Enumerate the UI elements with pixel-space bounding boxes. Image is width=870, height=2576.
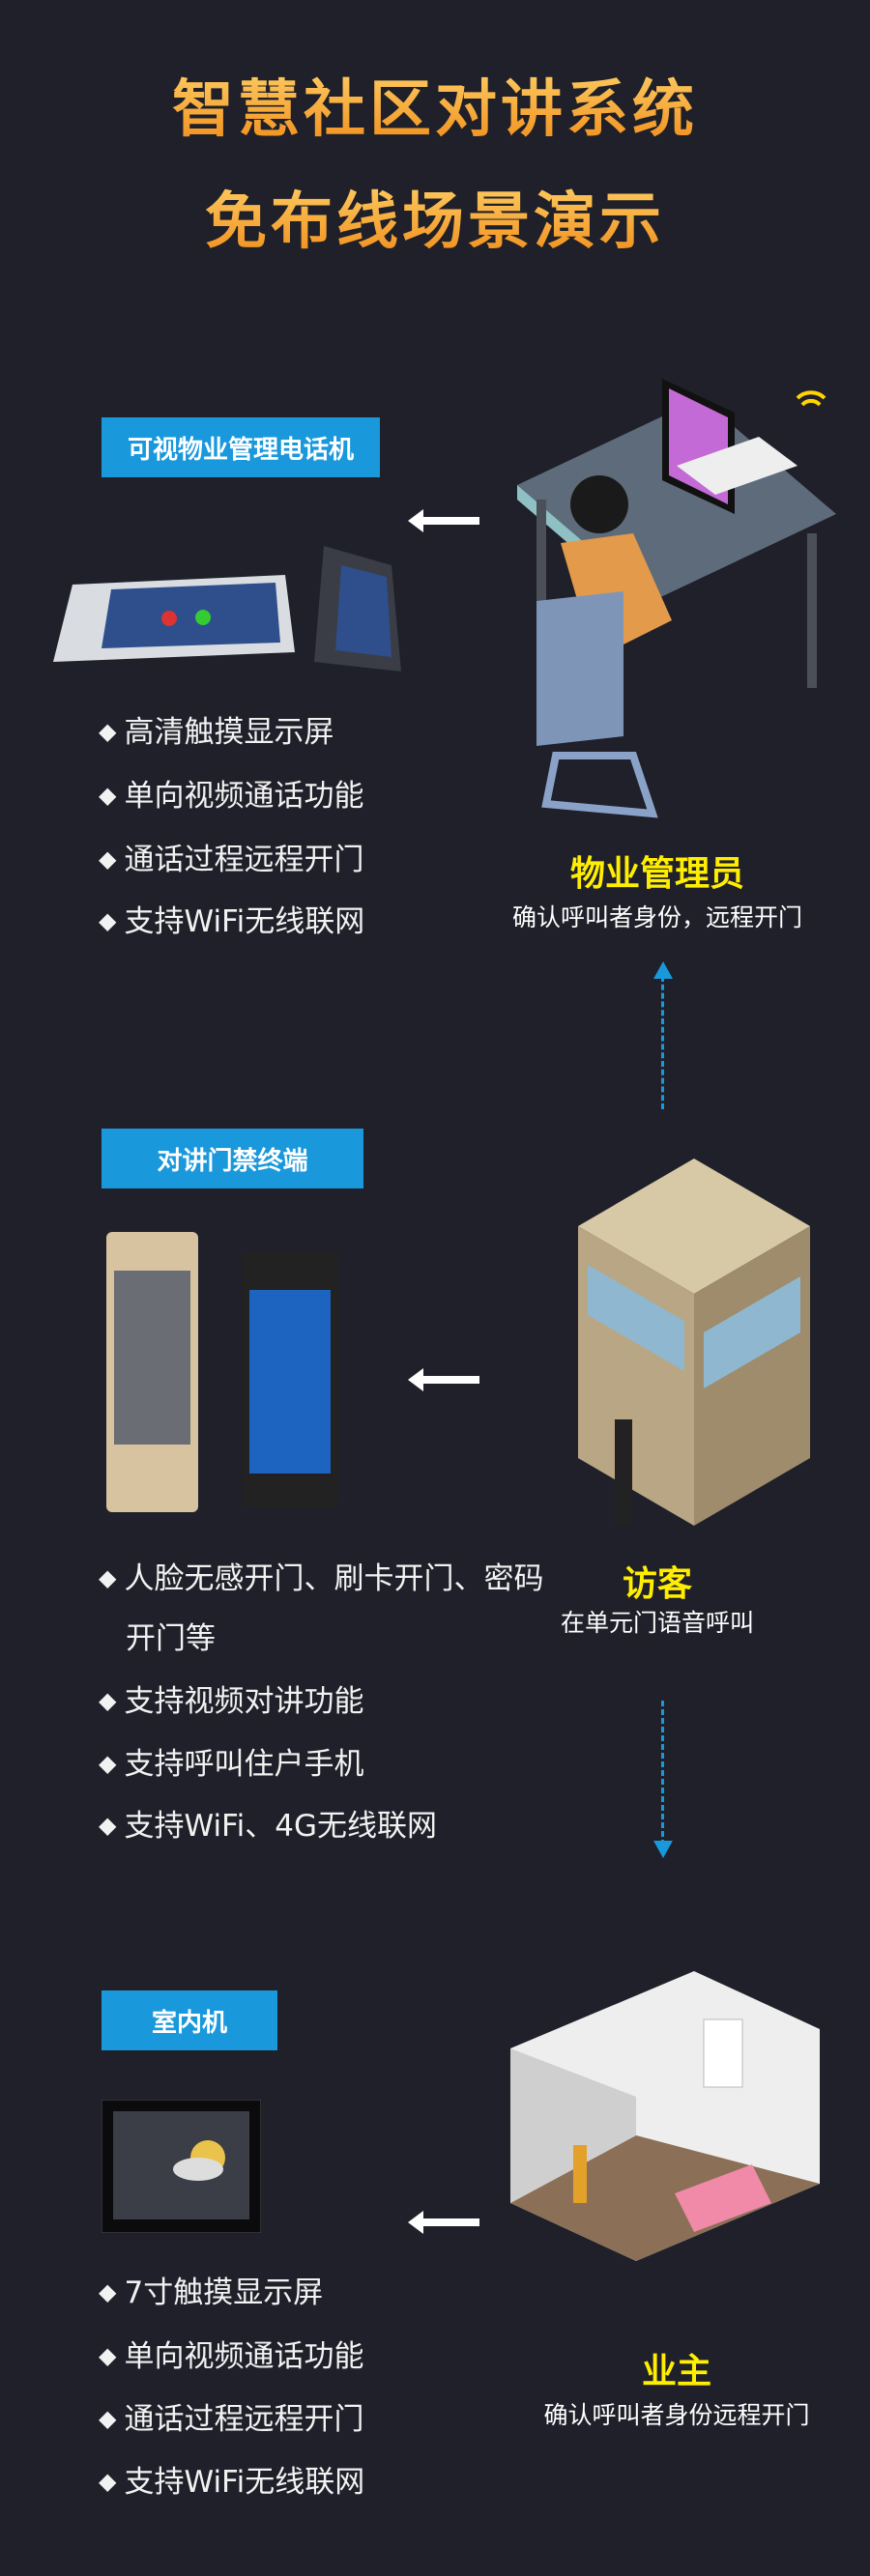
diamond-icon: ◆ — [99, 2405, 117, 2432]
diamond-icon: ◆ — [99, 1812, 117, 1839]
role-description: 确认呼叫者身份，远程开门 — [511, 903, 802, 931]
arrow-left-icon — [408, 1368, 479, 1391]
feature-item: ◆支持WiFi、4G无线联网 — [99, 1809, 437, 1844]
feature-item: ◆通话过程远程开门 — [99, 2402, 364, 2437]
role-title-owner: 业主 — [641, 2352, 711, 2391]
diamond-icon: ◆ — [99, 2342, 117, 2369]
feature-item: ◆支持WiFi无线联网 — [99, 2465, 365, 2500]
diamond-icon: ◆ — [99, 2468, 117, 2495]
door-terminal-image — [106, 1232, 338, 1512]
arrow-left-icon — [408, 509, 479, 532]
feature-item: ◆支持呼叫住户手机 — [99, 1747, 364, 1782]
role-title-property-manager: 物业管理员 — [569, 854, 744, 894]
section-label-property-phone: 可视物业管理电话机 — [102, 417, 380, 477]
feature-item: ◆支持WiFi无线联网 — [99, 904, 365, 939]
role-title-visitor: 访客 — [622, 1564, 692, 1604]
diamond-icon: ◆ — [99, 782, 117, 809]
page-title-line2: 免布线场景演示 — [0, 172, 870, 261]
role-description: 在单元门语音呼叫 — [560, 1609, 754, 1637]
diamond-icon: ◆ — [99, 1687, 117, 1714]
role-description: 确认呼叫者身份远程开门 — [543, 2401, 810, 2429]
section-label-door-terminal: 对讲门禁终端 — [102, 1129, 363, 1188]
arrow-down-icon — [653, 1841, 673, 1858]
diamond-icon: ◆ — [99, 718, 117, 745]
page-title-line1: 智慧社区对讲系统 — [0, 60, 870, 149]
feature-item: ◆通话过程远程开门 — [99, 843, 364, 877]
section-label-indoor-unit: 室内机 — [102, 1990, 277, 2050]
arrow-left-icon — [408, 2211, 479, 2234]
arrow-up-icon — [653, 961, 673, 979]
home-owner-illustration — [510, 1971, 820, 2261]
feature-item: ◆单向视频通话功能 — [99, 2339, 364, 2374]
diamond-icon: ◆ — [99, 1750, 117, 1777]
building-visitor-illustration — [578, 1159, 810, 1526]
diamond-icon: ◆ — [99, 845, 117, 873]
diamond-icon: ◆ — [99, 907, 117, 934]
diamond-icon: ◆ — [99, 2278, 117, 2305]
dashed-connector — [661, 976, 665, 1109]
indoor-unit-image — [102, 2100, 261, 2233]
feature-item-continued: 开门等 — [126, 1621, 216, 1656]
feature-item: ◆支持视频对讲功能 — [99, 1684, 364, 1719]
feature-item: ◆7寸触摸显示屏 — [99, 2275, 324, 2310]
dashed-connector — [661, 1701, 665, 1846]
feature-item: ◆人脸无感开门、刷卡开门、密码 — [99, 1561, 544, 1596]
property-phone-image — [53, 546, 401, 672]
diamond-icon: ◆ — [99, 1564, 117, 1591]
feature-item: ◆单向视频通话功能 — [99, 779, 364, 814]
property-manager-illustration — [517, 379, 836, 818]
feature-item: ◆高清触摸显示屏 — [99, 715, 334, 750]
